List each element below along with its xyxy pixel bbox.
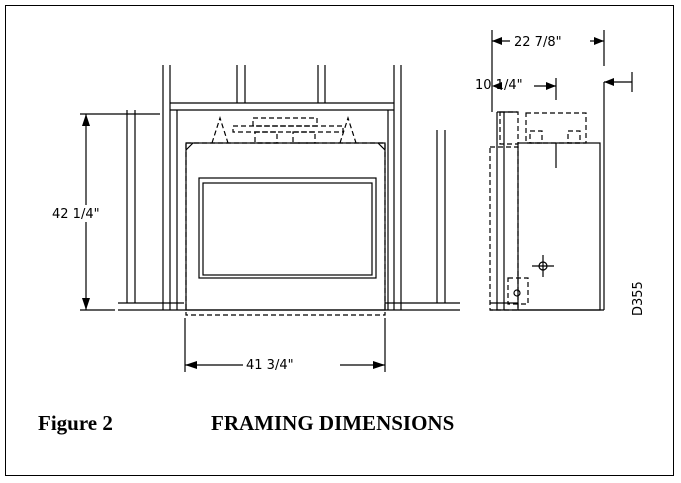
fireplace-unit-outline bbox=[185, 142, 386, 316]
side-vent-port-2 bbox=[567, 130, 581, 144]
figure-frame bbox=[5, 5, 674, 476]
standoff-right bbox=[339, 116, 357, 144]
dim-width-arrow-right bbox=[373, 361, 385, 369]
dim-height-label: 42 1/4" bbox=[52, 207, 100, 222]
dim-depth-arrow-right bbox=[594, 37, 604, 45]
dim-depth-arrow-left bbox=[492, 37, 502, 45]
side-access-knob bbox=[513, 289, 521, 297]
dim-front-arrow-right bbox=[546, 82, 556, 90]
dim-depth-front-label: 10 1/4" bbox=[475, 78, 523, 93]
vent-collar-plate bbox=[232, 125, 344, 133]
fireplace-opening-inner bbox=[202, 182, 373, 276]
side-wall-arrow bbox=[604, 78, 614, 86]
fireplace-unit-body bbox=[185, 142, 386, 311]
standoff-left bbox=[211, 116, 229, 144]
vent-port-2 bbox=[292, 131, 316, 144]
figure-title: FRAMING DIMENSIONS bbox=[211, 411, 455, 435]
dim-width-label: 41 3/4" bbox=[246, 358, 294, 373]
dim-height-arrow-bottom bbox=[82, 298, 90, 310]
dim-depth-total-label: 22 7/8" bbox=[514, 35, 562, 50]
side-vent-collar bbox=[525, 112, 587, 144]
figure-label: Figure 2 bbox=[38, 411, 113, 435]
vent-collar-top bbox=[252, 117, 318, 127]
drawing-code: D355 bbox=[631, 281, 646, 316]
side-access-box bbox=[507, 277, 529, 305]
fireplace-opening-outer bbox=[198, 177, 377, 279]
side-unit-body bbox=[517, 142, 601, 311]
dim-width-arrow-left bbox=[185, 361, 197, 369]
side-vent-port-1 bbox=[529, 130, 543, 144]
front-view: 42 1/4" 41 3/4" bbox=[52, 65, 460, 373]
dim-front-arrow-left bbox=[492, 82, 502, 90]
fireplace-unit-chamfer bbox=[185, 142, 386, 151]
side-header-block bbox=[499, 111, 519, 145]
side-view: 22 7/8" 10 1/4" bbox=[475, 30, 646, 316]
vent-port-1 bbox=[254, 131, 278, 144]
dim-height-arrow-top bbox=[82, 114, 90, 126]
